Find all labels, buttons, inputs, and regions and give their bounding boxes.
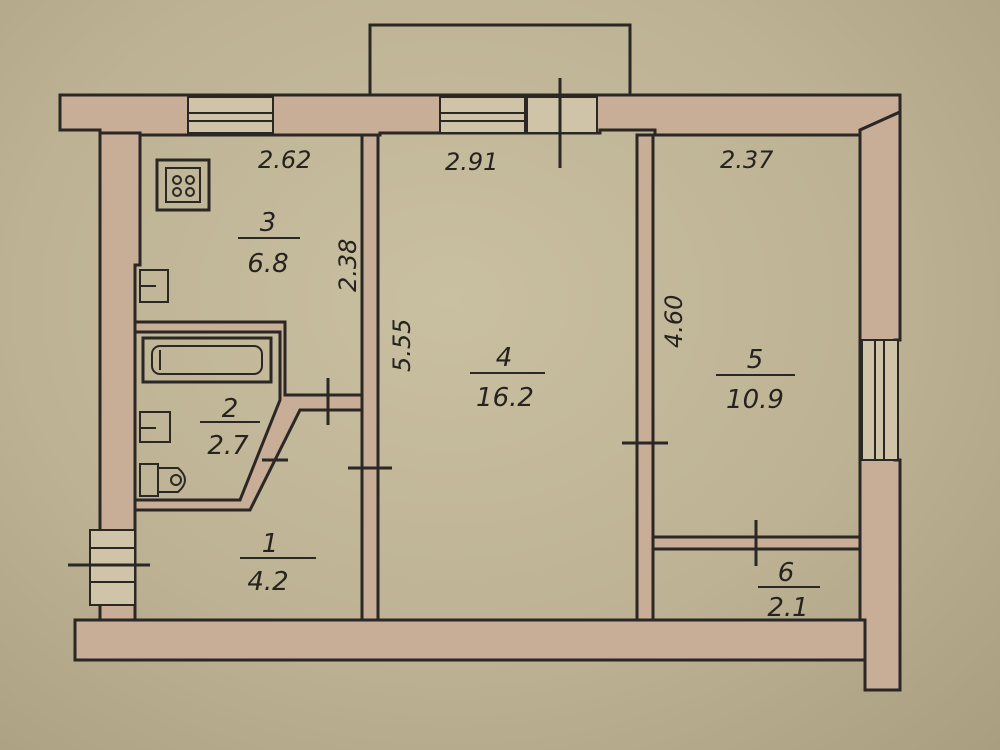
room5-depth-label: 4.60 xyxy=(660,295,688,348)
door-marks xyxy=(262,378,758,566)
room-number: 3 xyxy=(260,208,277,238)
windows xyxy=(68,78,899,606)
room-labels: 1 4.2 2 2.7 3 6.8 4 16.2 5 xyxy=(200,208,820,623)
balcony-door xyxy=(526,78,598,168)
room-label-2: 2 2.7 xyxy=(200,394,260,461)
entrance-door xyxy=(68,529,150,606)
room-area: 10.9 xyxy=(726,385,784,415)
room-area: 16.2 xyxy=(476,383,534,413)
room-number: 6 xyxy=(778,558,795,588)
bathtub-icon xyxy=(141,336,273,384)
room-label-1: 1 4.2 xyxy=(240,529,316,597)
washbasin-icon xyxy=(139,411,171,443)
fixtures xyxy=(139,158,273,497)
kitchen-sink-icon xyxy=(139,269,169,303)
room4-depth-label: 5.55 xyxy=(388,319,416,372)
window-room3 xyxy=(187,96,274,134)
room-label-5: 5 10.9 xyxy=(716,345,795,415)
stove-icon xyxy=(155,158,211,212)
room-area: 2.1 xyxy=(767,593,808,623)
window-room5 xyxy=(861,339,899,461)
toilet-icon xyxy=(139,463,186,497)
room-number: 5 xyxy=(747,345,764,375)
room4-width-label: 2.91 xyxy=(445,148,498,176)
partition-room4-room5 xyxy=(635,133,655,622)
room3-depth-label: 2.38 xyxy=(334,239,362,292)
window-room4 xyxy=(439,96,526,134)
dimension-labels: 2.62 2.91 2.37 2.38 5.55 4.60 xyxy=(258,146,774,372)
partition-room3-room4 xyxy=(360,133,380,622)
room3-width-label: 2.62 xyxy=(258,146,311,174)
room-number: 4 xyxy=(496,343,513,373)
room-area: 2.7 xyxy=(207,431,249,461)
room-label-3: 3 6.8 xyxy=(238,208,300,279)
balcony-outline xyxy=(368,23,632,97)
room-number: 2 xyxy=(222,394,239,424)
bathroom-wall xyxy=(133,320,364,512)
room-number: 1 xyxy=(262,529,279,559)
interior-walls xyxy=(133,133,862,622)
room5-width-label: 2.37 xyxy=(720,146,774,174)
room-label-6: 6 2.1 xyxy=(758,558,820,623)
room-label-4: 4 16.2 xyxy=(470,343,545,413)
room-area: 6.8 xyxy=(247,249,288,279)
room-area: 4.2 xyxy=(247,567,288,597)
